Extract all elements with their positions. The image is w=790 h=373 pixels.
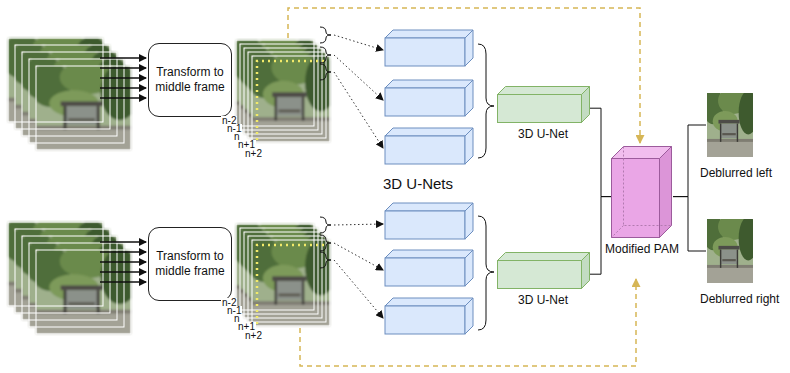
connector — [590, 197, 612, 275]
node-label: Deblurred right — [700, 292, 788, 306]
img-shape — [706, 92, 754, 158]
output-image: Deblurred right — [700, 218, 788, 306]
node-label: 3D U-Net — [496, 127, 590, 141]
green-shape — [497, 252, 590, 289]
connector — [673, 125, 706, 197]
skip-connection — [288, 8, 640, 366]
frame-borders — [236, 40, 330, 326]
box-text: Transform to middle frame — [153, 249, 227, 279]
group-label: 3D U-Nets — [383, 176, 453, 191]
node-label: Deblurred left — [700, 166, 788, 180]
process-box: Transform to middle frame — [148, 43, 232, 117]
frame-index: n+2 — [244, 149, 263, 159]
node-label: Modified PAM — [604, 242, 680, 256]
unet-block: 3D U-Net — [496, 86, 590, 141]
pam-shape — [611, 146, 673, 238]
process-box: Transform to middle frame — [148, 227, 232, 301]
frame-borders — [8, 222, 131, 334]
brace — [478, 44, 494, 330]
box-text: Transform to middle frame — [153, 65, 227, 95]
green-shape — [497, 86, 590, 123]
input-frames — [1, 32, 138, 150]
input-frames — [1, 216, 138, 334]
unet-block: 3D U-Net — [496, 252, 590, 307]
dotted-arrow — [334, 35, 383, 318]
aligned-frames — [231, 34, 337, 326]
brace — [320, 27, 331, 268]
patch-outline — [257, 61, 326, 324]
connector — [590, 108, 612, 196]
output-image: Deblurred left — [700, 92, 788, 180]
input-arrows — [100, 58, 146, 282]
img-shape — [706, 218, 754, 284]
frame-borders — [8, 38, 131, 150]
node-label: 3D U-Net — [496, 293, 590, 307]
frame-index: n+2 — [244, 331, 263, 341]
pam-module: Modified PAM — [604, 146, 680, 256]
